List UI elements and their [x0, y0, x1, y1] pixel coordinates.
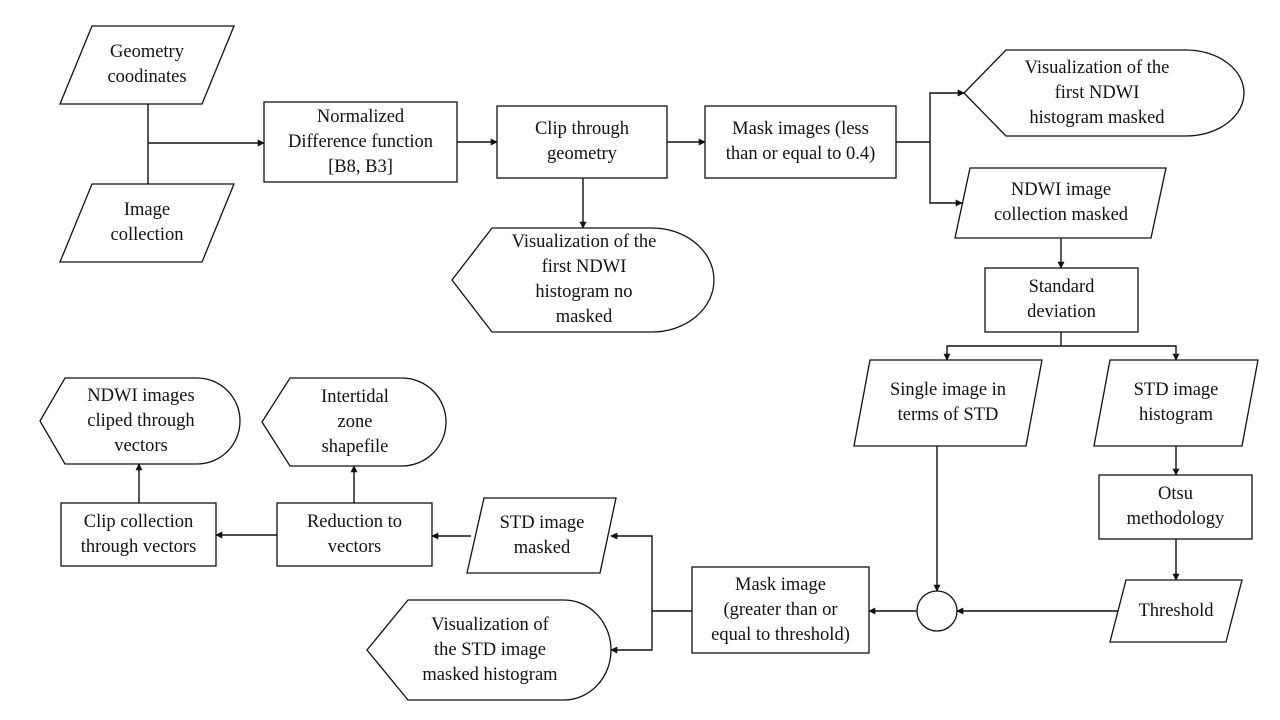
standard-deviation-label: Standard deviation — [1027, 277, 1096, 322]
geometry-data-shape — [59, 25, 235, 105]
ndwi-masked-data-shape — [954, 167, 1167, 239]
ndwi-cliped-display-shape — [39, 377, 241, 465]
mask-images-label: Mask images (less than or equal to 0.4) — [725, 119, 876, 164]
vis-no-masked-display-shape — [451, 227, 715, 333]
image-collection-label: Image collection — [110, 200, 184, 245]
normalized-difference-label: Normalized Difference function [B8, B3] — [287, 106, 434, 177]
clip-through-geometry-label: Clip through geometry — [534, 119, 630, 164]
std-masked-data-shape — [466, 497, 617, 574]
std-image-masked-label: STD image masked — [499, 512, 585, 558]
visualization-std-masked-label: Visualization of the STD image masked hi… — [422, 614, 558, 685]
mask-image-threshold-label: Mask image (greater than or equal to thr… — [711, 574, 850, 645]
ndwi-images-cliped-label: NDWI images cliped through vectors — [87, 385, 195, 456]
arrow-mask-to-ndwi-masked — [929, 142, 963, 207]
otsu-process-shape — [1098, 474, 1253, 540]
arrow-std-to-histogram — [1061, 345, 1180, 361]
normalized-difference-process-shape — [263, 101, 458, 183]
geometry-coordinates-label: Geometry coodinates — [107, 42, 187, 87]
std-image-histogram-label: STD image histogram — [1133, 380, 1219, 425]
arrow-to-vis-std-masked — [610, 611, 653, 654]
reduction-process-shape — [276, 502, 433, 567]
vis-masked-display-shape — [963, 49, 1245, 137]
intertidal-display-shape — [261, 377, 447, 467]
single-image-std-label: Single image in terms of STD — [889, 380, 1007, 425]
otsu-methodology-label: Otsu methodology — [1126, 484, 1225, 529]
single-std-data-shape — [853, 359, 1043, 447]
intertidal-zone-shapefile-label: Intertidal zone shapefile — [321, 386, 389, 457]
clip-vectors-process-shape — [60, 502, 217, 567]
vis-std-masked-display-shape — [366, 599, 612, 701]
reduction-to-vectors-label: Reduction to vectors — [306, 511, 403, 557]
clip-collection-vectors-label: Clip collection through vectors — [80, 511, 197, 557]
image-collection-data-shape — [59, 183, 235, 263]
threshold-data-shape — [1109, 579, 1243, 643]
visualization-masked-label: Visualization of the first NDWI histogra… — [1024, 57, 1170, 128]
threshold-label: Threshold — [1138, 600, 1214, 621]
ndwi-image-collection-masked-label: NDWI image collection masked — [993, 180, 1129, 225]
std-histogram-data-shape — [1093, 359, 1259, 447]
arrow-to-std-masked — [610, 532, 653, 611]
clip-geometry-process-shape — [496, 105, 668, 179]
arrow-mask-to-vis-masked — [929, 89, 965, 142]
arrow-std-to-single — [943, 345, 1061, 361]
visualization-no-masked-label: Visualization of the first NDWI histogra… — [511, 232, 657, 327]
